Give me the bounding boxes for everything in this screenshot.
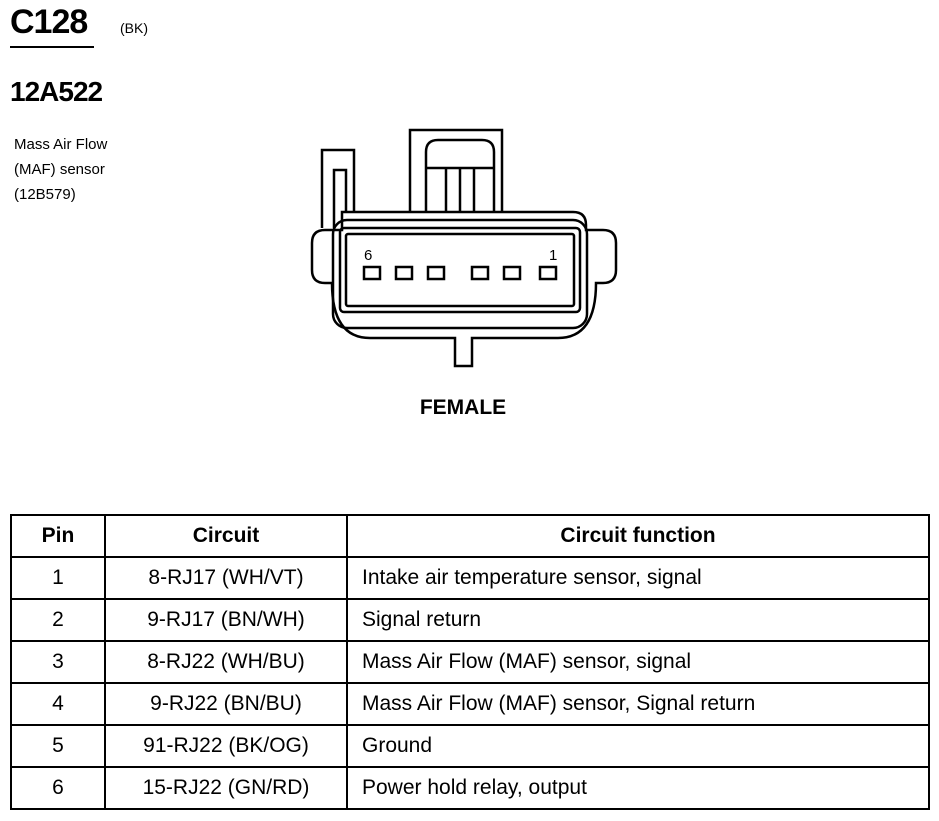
- circuit-cell: 15-RJ22 (GN/RD): [104, 766, 348, 810]
- connector-inner-outline: [331, 218, 589, 330]
- function-cell: Intake air temperature sensor, signal: [346, 556, 930, 600]
- function-cell: Mass Air Flow (MAF) sensor, signal: [346, 640, 930, 684]
- pin-terminal-6: [362, 265, 382, 281]
- component-line: (MAF) sensor: [14, 161, 105, 178]
- function-cell: Power hold relay, output: [346, 766, 930, 810]
- locking-latch-housing: [408, 128, 504, 212]
- circuit-cell: 9-RJ17 (BN/WH): [104, 598, 348, 642]
- header-pin: Pin: [10, 514, 106, 558]
- circuit-cell: 91-RJ22 (BK/OG): [104, 724, 348, 768]
- table-row: 1 8-RJ17 (WH/VT) Intake air temperature …: [10, 556, 930, 600]
- terminal-cavity-outer: [338, 226, 582, 314]
- pin-cell: 1: [10, 556, 106, 600]
- pinout-table: Pin Circuit Circuit function 1 8-RJ17 (W…: [10, 514, 930, 810]
- terminal-cavity-inner: [344, 232, 576, 308]
- part-number: 12A522: [10, 76, 103, 107]
- pin-terminal-1: [538, 265, 558, 281]
- function-cell: Signal return: [346, 598, 930, 642]
- pin-terminal-3: [470, 265, 490, 281]
- header-circuit: Circuit: [104, 514, 348, 558]
- function-cell: Mass Air Flow (MAF) sensor, Signal retur…: [346, 682, 930, 726]
- pin-cell: 6: [10, 766, 106, 810]
- connector-gender-label: FEMALE: [419, 396, 507, 419]
- pin-cell: 4: [10, 682, 106, 726]
- table-row: 3 8-RJ22 (WH/BU) Mass Air Flow (MAF) sen…: [10, 640, 930, 684]
- connector-color-code: (BK): [120, 20, 148, 36]
- connector-housing: [310, 210, 618, 368]
- pin-cell: 3: [10, 640, 106, 684]
- pin-end-label-1: 1: [549, 247, 557, 264]
- table-header-row: Pin Circuit Circuit function: [10, 514, 930, 558]
- connector-id-underline: [10, 46, 94, 48]
- connector-id: C128: [10, 3, 88, 41]
- pin-cell: 2: [10, 598, 106, 642]
- component-description: Mass Air Flow (MAF) sensor (12B579): [14, 132, 107, 207]
- pin-end-label-6: 6: [364, 247, 372, 264]
- pin-cell: 5: [10, 724, 106, 768]
- pin-terminal-5: [394, 265, 414, 281]
- pin-terminal-4: [426, 265, 446, 281]
- circuit-cell: 8-RJ17 (WH/VT): [104, 556, 348, 600]
- component-line: (12B579): [14, 186, 76, 203]
- table-row: 6 15-RJ22 (GN/RD) Power hold relay, outp…: [10, 766, 930, 810]
- left-locking-rib: [320, 148, 356, 228]
- circuit-cell: 8-RJ22 (WH/BU): [104, 640, 348, 684]
- locking-latch-tab: [424, 138, 496, 212]
- component-line: Mass Air Flow: [14, 136, 108, 153]
- pin-terminal-2: [502, 265, 522, 281]
- table-row: 4 9-RJ22 (BN/BU) Mass Air Flow (MAF) sen…: [10, 682, 930, 726]
- table-row: 2 9-RJ17 (BN/WH) Signal return: [10, 598, 930, 642]
- function-cell: Ground: [346, 724, 930, 768]
- circuit-cell: 9-RJ22 (BN/BU): [104, 682, 348, 726]
- connector-face-diagram: 6 1: [310, 128, 618, 368]
- header-circuit-function: Circuit function: [346, 514, 930, 558]
- table-row: 5 91-RJ22 (BK/OG) Ground: [10, 724, 930, 768]
